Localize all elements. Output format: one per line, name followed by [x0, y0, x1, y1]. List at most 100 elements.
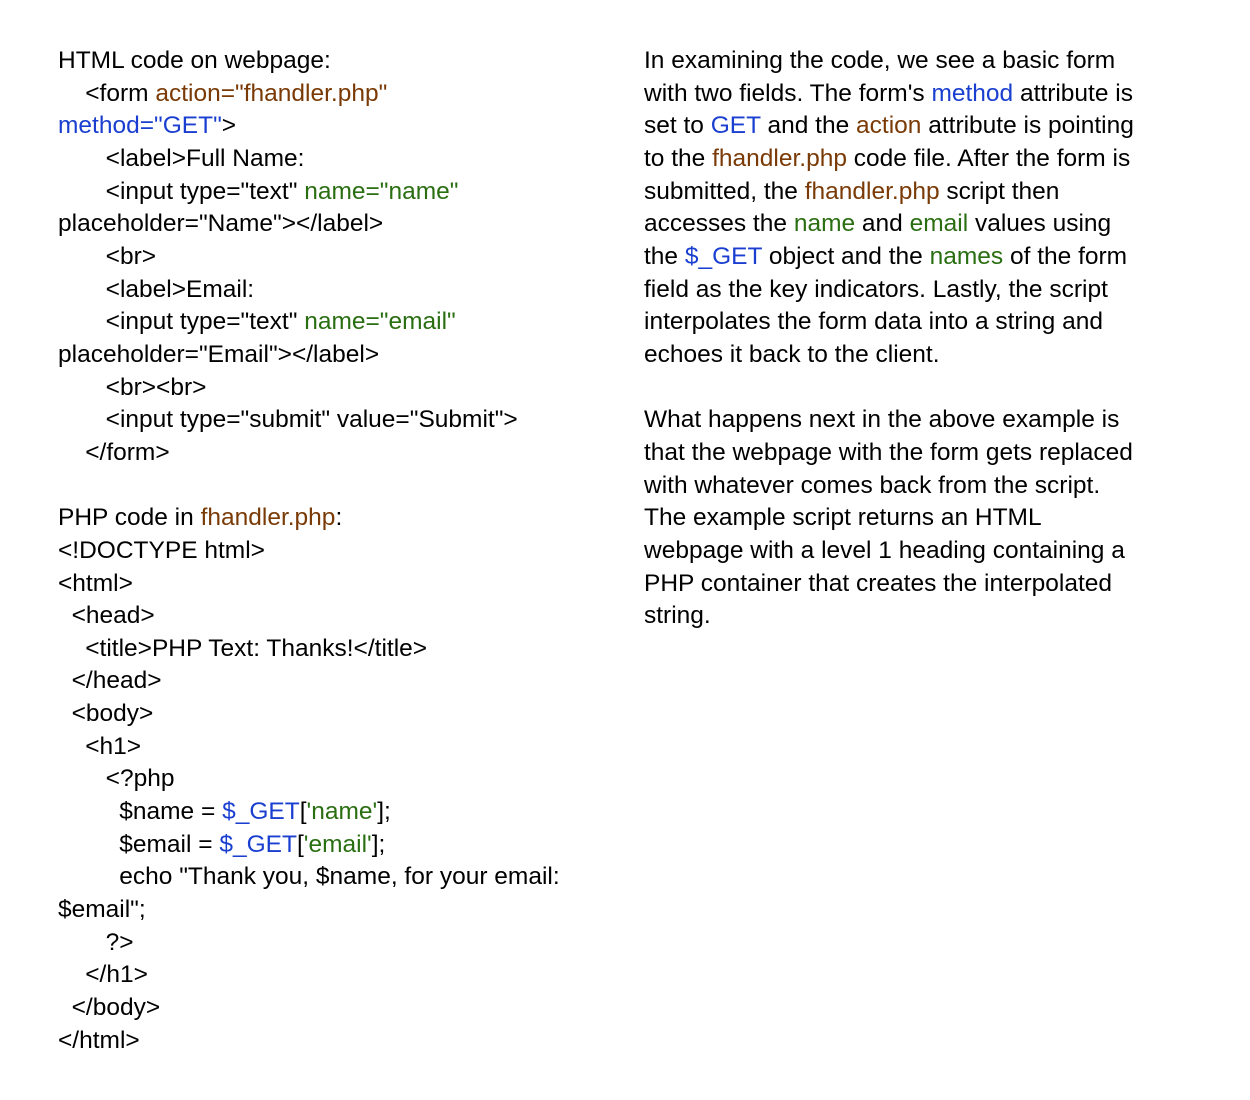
- code-line: <br>: [58, 241, 638, 274]
- highlighted-term: method: [931, 79, 1014, 107]
- text-segment: string.: [644, 602, 711, 630]
- text-segment: set to: [644, 112, 711, 140]
- text-segment: HTML code on webpage:: [58, 47, 331, 74]
- highlighted-term: names: [929, 242, 1004, 270]
- text-segment: $name =: [58, 798, 223, 826]
- highlighted-term: action="fhandler.php": [155, 79, 388, 107]
- text-segment: and: [855, 210, 910, 238]
- text-line: with whatever comes back from the script…: [644, 470, 1244, 503]
- code-line: $name = $_GET['name'];: [58, 796, 638, 829]
- highlighted-term: name="name": [304, 177, 459, 205]
- code-line: ?>: [58, 927, 638, 960]
- text-segment: >: [221, 112, 237, 140]
- text-segment: [: [296, 830, 304, 858]
- text-segment: values using: [968, 210, 1112, 238]
- text-segment: </html>: [58, 1026, 140, 1054]
- text-line: interpolates the form data into a string…: [644, 306, 1244, 339]
- text-segment: placeholder="Email"></label>: [58, 340, 380, 368]
- code-line: <!DOCTYPE html>: [58, 535, 638, 568]
- highlighted-term: $_GET: [684, 242, 763, 270]
- text-line: field as the key indicators. Lastly, the…: [644, 274, 1244, 307]
- text-segment: accesses the: [644, 210, 794, 238]
- text-segment: attribute is pointing: [921, 112, 1134, 140]
- code-line: [58, 470, 638, 503]
- text-line: that the webpage with the form gets repl…: [644, 437, 1244, 470]
- text-segment: <html>: [58, 569, 133, 597]
- text-segment: What happens next in the above example i…: [644, 406, 1120, 434]
- text-segment: <label>Full Name:: [58, 144, 305, 172]
- code-line: <?php: [58, 763, 638, 796]
- text-segment: $email =: [58, 830, 220, 858]
- text-segment: field as the key indicators. Lastly, the…: [644, 275, 1108, 303]
- text-segment: and the: [760, 112, 857, 140]
- text-segment: PHP container that creates the interpola…: [644, 569, 1113, 597]
- code-line: <title>PHP Text: Thanks!</title>: [58, 633, 638, 666]
- code-column: HTML code on webpage: <form action="fhan…: [58, 45, 638, 1057]
- text-segment: <br><br>: [58, 373, 207, 401]
- text-segment: <br>: [58, 242, 157, 270]
- text-segment: <label>Email:: [58, 275, 255, 303]
- text-segment: </form>: [58, 438, 170, 466]
- code-line: <head>: [58, 600, 638, 633]
- highlighted-term: action: [856, 112, 922, 140]
- code-line: </head>: [58, 665, 638, 698]
- highlighted-term: $_GET: [222, 798, 300, 826]
- highlighted-term: fhandler.php: [804, 177, 940, 205]
- text-segment: The example script returns an HTML: [644, 504, 1042, 532]
- text-segment: ];: [371, 830, 386, 858]
- text-segment: echoes it back to the client.: [644, 340, 940, 368]
- code-line: placeholder="Name"></label>: [58, 208, 638, 241]
- text-segment: <?php: [58, 765, 175, 793]
- highlighted-term: email: [909, 210, 969, 238]
- text-segment: </body>: [58, 994, 161, 1022]
- text-line: to the fhandler.php code file. After the…: [644, 143, 1244, 176]
- text-line: What happens next in the above example i…: [644, 404, 1244, 437]
- text-line: set to GET and the action attribute is p…: [644, 110, 1244, 143]
- code-line: method="GET">: [58, 110, 638, 143]
- highlighted-term: method="GET": [58, 112, 222, 140]
- code-line: echo "Thank you, $name, for your email:: [58, 861, 638, 894]
- code-line: </html>: [58, 1025, 638, 1058]
- text-segment: <form: [58, 79, 156, 107]
- text-line: submitted, the fhandler.php script then: [644, 176, 1244, 209]
- code-line: $email = $_GET['email'];: [58, 829, 638, 862]
- text-segment: In examining the code, we see a basic fo…: [644, 47, 1116, 74]
- text-segment: </h1>: [58, 961, 148, 989]
- explanation-column: In examining the code, we see a basic fo…: [644, 45, 1244, 633]
- highlighted-term: fhandler.php: [712, 144, 847, 172]
- text-segment: <input type="submit" value="Submit">: [58, 406, 518, 434]
- highlighted-term: 'name': [306, 798, 378, 826]
- text-segment: of the form: [1003, 242, 1128, 270]
- text-segment: <head>: [58, 602, 155, 630]
- text-line: accesses the name and email values using: [644, 208, 1244, 241]
- code-line: <body>: [58, 698, 638, 731]
- code-line: <h1>: [58, 731, 638, 764]
- highlighted-term: name="email": [304, 308, 456, 336]
- text-segment: $email";: [58, 896, 146, 924]
- code-line: <br><br>: [58, 372, 638, 405]
- text-segment: code file. After the form is: [846, 144, 1131, 172]
- text-segment: <input type="text": [58, 308, 305, 336]
- highlighted-term: fhandler.php: [200, 504, 336, 532]
- text-segment: script then: [939, 177, 1060, 205]
- code-line: <label>Full Name:: [58, 143, 638, 176]
- text-segment: object and the: [762, 242, 930, 270]
- code-line: placeholder="Email"></label>: [58, 339, 638, 372]
- code-line: <input type="text" name="email": [58, 306, 638, 339]
- text-segment: PHP code in: [58, 504, 201, 532]
- text-line: The example script returns an HTML: [644, 502, 1244, 535]
- code-line: </form>: [58, 437, 638, 470]
- text-segment: </head>: [58, 667, 162, 695]
- text-line: In examining the code, we see a basic fo…: [644, 45, 1244, 78]
- text-line: with two fields. The form's method attri…: [644, 78, 1244, 111]
- text-segment: <body>: [58, 700, 154, 728]
- code-line: <form action="fhandler.php": [58, 78, 638, 111]
- text-segment: <h1>: [58, 732, 142, 760]
- text-segment: interpolates the form data into a string…: [644, 308, 1103, 336]
- text-line: PHP container that creates the interpola…: [644, 568, 1244, 601]
- text-segment: ?>: [58, 928, 134, 956]
- text-line: [644, 372, 1244, 405]
- text-segment: :: [335, 504, 343, 532]
- highlighted-term: name: [793, 210, 856, 238]
- code-line: </body>: [58, 992, 638, 1025]
